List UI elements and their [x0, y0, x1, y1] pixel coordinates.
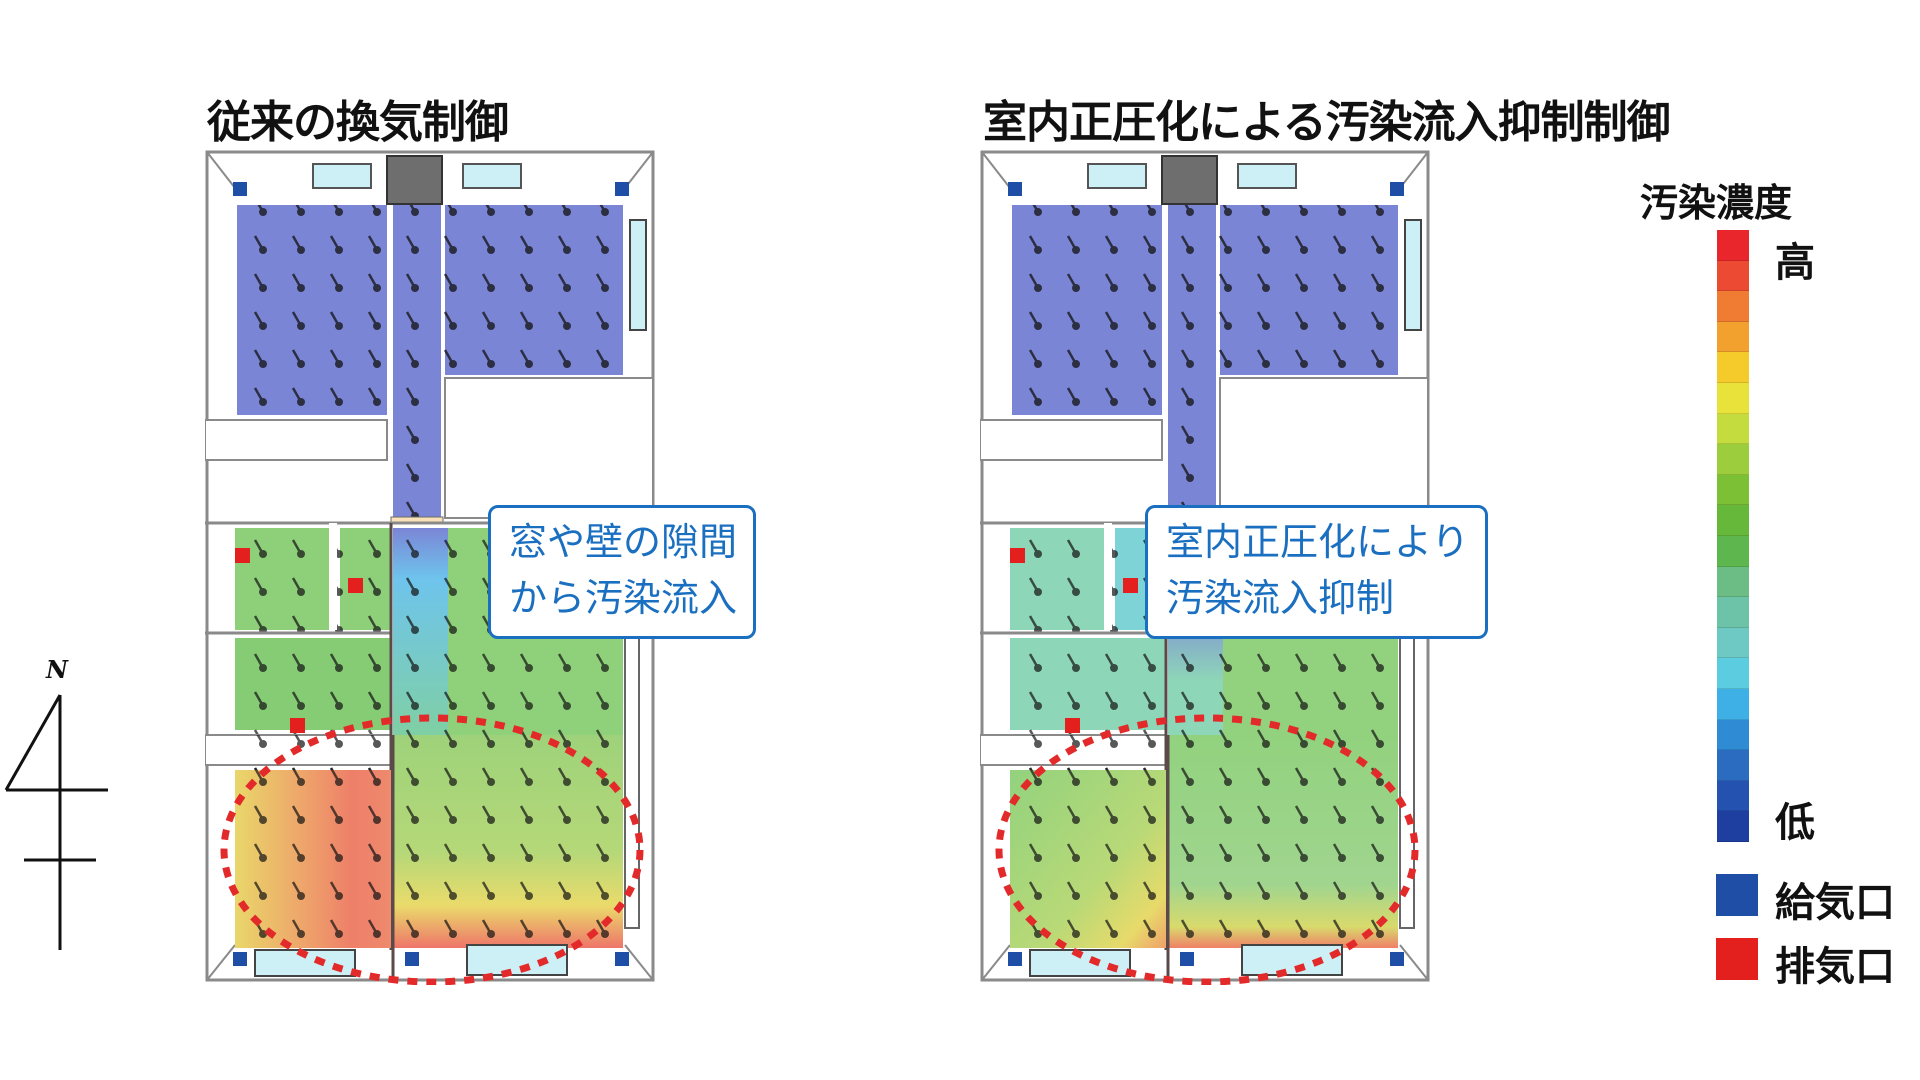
- callout-line-1: 室内正圧化により: [1166, 520, 1470, 564]
- colorbar-segment: [1717, 719, 1749, 751]
- supply-vent-label: 給気口: [1775, 880, 1895, 926]
- colorbar-segment: [1717, 382, 1749, 414]
- concentration-colorbar: [1717, 230, 1749, 842]
- floorplan-positive-pressure: [980, 150, 1430, 985]
- colorbar-segment: [1717, 566, 1749, 598]
- supply-vent-swatch: [1716, 874, 1758, 916]
- colorbar-segment: [1717, 474, 1749, 506]
- colorbar-segment: [1717, 444, 1749, 475]
- callout-line-2: から汚染流入: [509, 576, 738, 620]
- callout-infiltration: 窓や壁の隙間 から汚染流入: [488, 505, 757, 639]
- legend-high-label: 高: [1775, 240, 1815, 286]
- panel-title-positive-pressure: 室内正圧化による汚染流入抑制制御: [983, 97, 1671, 148]
- compass-label: N: [45, 655, 69, 684]
- callout-line-2: 汚染流入抑制: [1166, 576, 1395, 620]
- colorbar-segment: [1717, 230, 1749, 261]
- callout-line-1: 窓や壁の隙間: [509, 520, 738, 564]
- colorbar-segment: [1717, 260, 1749, 292]
- floorplan-svg: [980, 150, 1430, 985]
- callout-suppression: 室内正圧化により 汚染流入抑制: [1145, 505, 1489, 639]
- colorbar-segment: [1717, 321, 1749, 353]
- exhaust-vent-label: 排気口: [1775, 944, 1895, 990]
- legend-title: 汚染濃度: [1640, 181, 1793, 225]
- colorbar-segment: [1717, 291, 1749, 322]
- colorbar-segment: [1717, 505, 1749, 536]
- colorbar-segment: [1717, 688, 1749, 720]
- colorbar-segment: [1717, 352, 1749, 383]
- colorbar-segment: [1717, 627, 1749, 659]
- colorbar-segment: [1717, 597, 1749, 628]
- panel-title-conventional: 従来の換気制御: [207, 97, 509, 148]
- colorbar-segment: [1717, 535, 1749, 567]
- north-compass-icon: N: [0, 650, 120, 950]
- colorbar-segment: [1717, 658, 1749, 689]
- legend-low-label: 低: [1775, 800, 1815, 846]
- colorbar-segment: [1717, 811, 1749, 842]
- colorbar-segment: [1717, 413, 1749, 445]
- colorbar-segment: [1717, 780, 1749, 812]
- colorbar-segment: [1717, 750, 1749, 781]
- exhaust-vent-swatch: [1716, 938, 1758, 980]
